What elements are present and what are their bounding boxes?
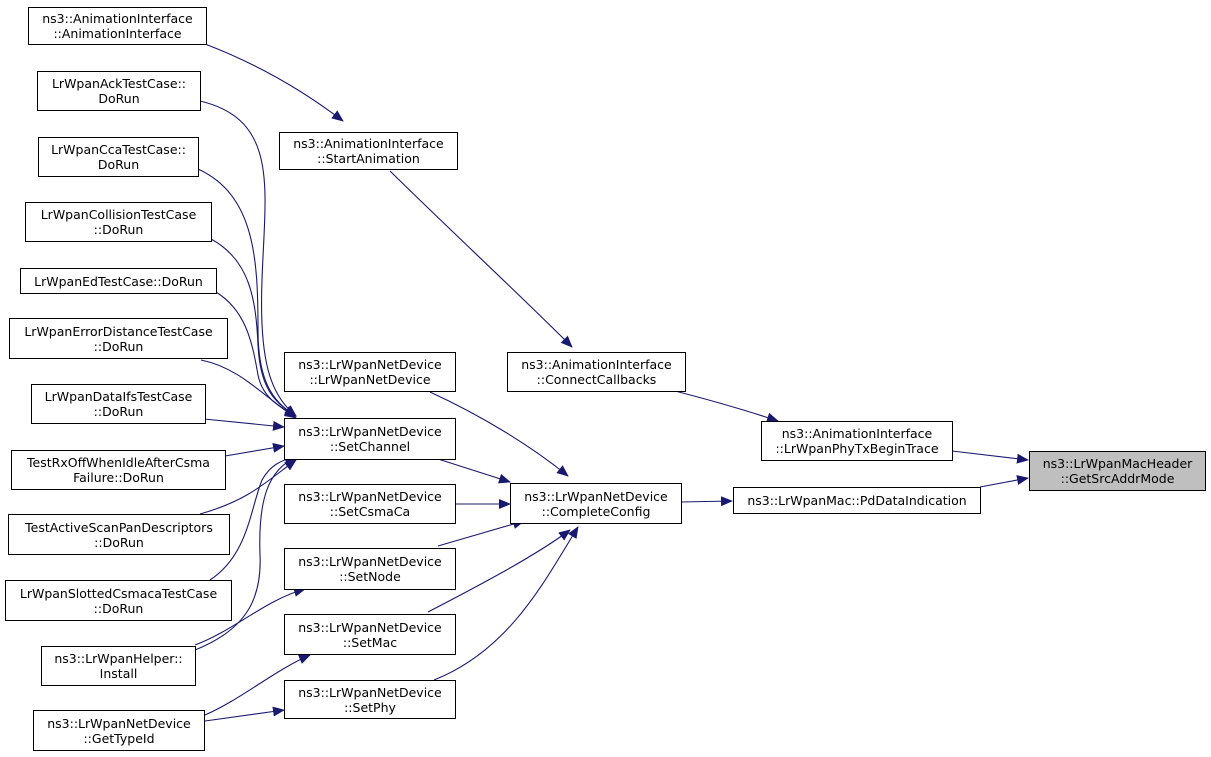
edge-setnode-to-complete xyxy=(437,519,525,547)
node-slotted-csmaca-test-case-do-run[interactable]: LrWpanSlottedCsmacaTestCase ::DoRun xyxy=(5,580,232,621)
node-ed-test-case-do-run[interactable]: LrWpanEdTestCase::DoRun xyxy=(20,268,217,294)
node-animation-interface-start-animation[interactable]: ns3::AnimationInterface ::StartAnimation xyxy=(279,132,458,170)
node-active-scan-pan-descriptors-do-run[interactable]: TestActiveScanPanDescriptors ::DoRun xyxy=(8,514,230,555)
node-lr-wpan-mac-pd-data-indication[interactable]: ns3::LrWpanMac::PdDataIndication xyxy=(733,487,981,514)
node-label-line2: ::ConnectCallbacks xyxy=(536,372,657,387)
node-label-line1: ns3::LrWpanNetDevice xyxy=(298,554,442,569)
node-label-line2: ::GetTypeId xyxy=(83,730,155,746)
edge-cca-to-setchannel xyxy=(197,168,297,417)
node-label-line1: LrWpanAckTestCase:: xyxy=(51,76,187,91)
node-cca-test-case-do-run[interactable]: LrWpanCcaTestCase:: DoRun xyxy=(38,137,199,177)
node-label-line1: ns3::LrWpanNetDevice xyxy=(298,684,442,700)
node-label-line1: LrWpanDataIfsTestCase xyxy=(44,389,193,404)
node-net-device-set-node[interactable]: ns3::LrWpanNetDevice ::SetNode xyxy=(284,548,456,590)
node-label-line2: Install xyxy=(99,666,138,681)
edge-ifs-to-setchannel xyxy=(203,418,285,431)
node-label-line2: ::DoRun xyxy=(93,338,144,354)
node-label-line2: DoRun xyxy=(97,157,140,172)
node-label-line2: ::SetMac xyxy=(342,634,398,650)
edge-slotted-to-setchannel xyxy=(209,454,297,581)
node-label-line1: LrWpanEdTestCase::DoRun xyxy=(34,273,203,289)
node-label-line2: ::DoRun xyxy=(93,600,144,616)
edge-helper-to-setchannel xyxy=(194,456,297,651)
edge-complete-to-pddata xyxy=(680,496,733,507)
edge-collision-to-setchannel xyxy=(210,238,297,417)
node-net-device-set-mac[interactable]: ns3::LrWpanNetDevice ::SetMac xyxy=(284,614,456,655)
node-label-line2: ::GetSrcAddrMode xyxy=(1060,471,1175,486)
node-label-line1: LrWpanCollisionTestCase xyxy=(40,207,197,222)
edge-anim-ctor-to-start xyxy=(204,43,344,122)
node-label-line1: ns3::LrWpanNetDevice xyxy=(47,715,191,731)
node-label-line2: ::SetPhy xyxy=(344,699,396,715)
node-label-line1: ns3::AnimationInterface xyxy=(42,11,193,26)
node-label-line1: ns3::LrWpanNetDevice xyxy=(298,619,442,635)
node-label-line2: ::DoRun xyxy=(93,404,144,419)
node-label-line1: ns3::LrWpanMac::PdDataIndication xyxy=(747,493,967,508)
edge-errdist-to-setchannel xyxy=(200,359,297,419)
node-label-line2: ::SetChannel xyxy=(329,439,411,454)
node-net-device-complete-config[interactable]: ns3::LrWpanNetDevice ::CompleteConfig xyxy=(510,483,682,524)
node-label-line1: TestRxOffWhenIdleAfterCsma xyxy=(27,455,210,470)
node-label-line1: ns3::AnimationInterface xyxy=(293,136,444,151)
node-error-distance-test-case-do-run[interactable]: LrWpanErrorDistanceTestCase ::DoRun xyxy=(9,318,228,359)
edge-setphy-to-complete xyxy=(433,526,579,681)
node-data-ifs-test-case-do-run[interactable]: LrWpanDataIfsTestCase ::DoRun xyxy=(31,384,206,424)
node-ack-test-case-do-run[interactable]: LrWpanAckTestCase:: DoRun xyxy=(37,71,201,111)
edge-setchannel-to-complete xyxy=(437,458,511,484)
node-rx-off-when-idle-after-csma-failure-do-run[interactable]: TestRxOffWhenIdleAfterCsma Failure::DoRu… xyxy=(11,450,226,490)
node-label-line2: ::LrWpanNetDevice xyxy=(309,372,431,387)
edge-ack-to-setchannel xyxy=(199,100,297,417)
edge-connect-to-phytx xyxy=(674,390,779,423)
node-label-line1: ns3::LrWpanHelper:: xyxy=(54,651,183,666)
node-label-line1: LrWpanCcaTestCase:: xyxy=(51,142,186,157)
node-label-line1: ns3::AnimationInterface xyxy=(521,357,672,372)
node-label-line1: TestActiveScanPanDescriptors xyxy=(25,519,213,535)
node-lr-wpan-helper-install[interactable]: ns3::LrWpanHelper:: Install xyxy=(41,646,196,686)
node-label-line2: ::DoRun xyxy=(94,534,144,550)
node-label-line2: ::LrWpanPhyTxBeginTrace xyxy=(775,441,939,456)
node-net-device-constructor[interactable]: ns3::LrWpanNetDevice ::LrWpanNetDevice xyxy=(284,352,456,392)
node-label-line1: ns3::LrWpanMacHeader xyxy=(1042,456,1193,471)
edge-gettypeid-to-setmac xyxy=(204,654,311,716)
node-label-line1: LrWpanSlottedCsmacaTestCase xyxy=(19,585,218,601)
node-label-line2: ::StartAnimation xyxy=(317,151,420,166)
edge-rxoff-to-setchannel xyxy=(224,442,285,457)
node-label-line2: DoRun xyxy=(98,91,140,106)
edge-start-to-connect xyxy=(389,170,573,348)
edge-gettypeid-to-setphy xyxy=(204,706,285,722)
node-net-device-set-csmaca[interactable]: ns3::LrWpanNetDevice ::SetCsmaCa xyxy=(284,484,456,524)
node-label-line2: ::AnimationInterface xyxy=(53,26,182,41)
edge-phytx-to-srcaddr xyxy=(951,450,1029,464)
node-label-line2: ::DoRun xyxy=(93,222,144,237)
node-net-device-set-channel[interactable]: ns3::LrWpanNetDevice ::SetChannel xyxy=(284,418,456,460)
node-label-line1: ns3::LrWpanNetDevice xyxy=(298,489,442,504)
node-animation-interface-phy-tx-begin-trace[interactable]: ns3::AnimationInterface ::LrWpanPhyTxBeg… xyxy=(761,421,953,461)
node-label-line2: ::SetCsmaCa xyxy=(329,504,411,519)
node-label-line1: LrWpanErrorDistanceTestCase xyxy=(24,323,213,339)
edge-ndctor-to-complete xyxy=(429,391,569,477)
edge-setmac-to-complete xyxy=(427,529,571,613)
node-animation-interface-connect-callbacks[interactable]: ns3::AnimationInterface ::ConnectCallbac… xyxy=(507,352,686,392)
node-net-device-get-type-id[interactable]: ns3::LrWpanNetDevice ::GetTypeId xyxy=(33,710,205,751)
node-mac-header-get-src-addr-mode: ns3::LrWpanMacHeader ::GetSrcAddrMode xyxy=(1029,451,1206,491)
node-collision-test-case-do-run[interactable]: LrWpanCollisionTestCase ::DoRun xyxy=(25,202,212,242)
node-net-device-set-phy[interactable]: ns3::LrWpanNetDevice ::SetPhy xyxy=(284,680,456,719)
node-label-line1: ns3::LrWpanNetDevice xyxy=(524,488,668,504)
node-label-line1: ns3::AnimationInterface xyxy=(781,426,933,441)
node-label-line2: Failure::DoRun xyxy=(73,470,164,485)
node-label-line1: ns3::LrWpanNetDevice xyxy=(298,357,442,372)
node-animation-interface-constructor[interactable]: ns3::AnimationInterface ::AnimationInter… xyxy=(28,7,207,45)
node-label-line1: ns3::LrWpanNetDevice xyxy=(298,424,442,439)
edge-helper-to-setnode xyxy=(194,587,306,646)
node-label-line2: ::SetNode xyxy=(339,569,401,584)
edge-pddata-to-srcaddr xyxy=(979,475,1029,488)
node-label-line2: ::CompleteConfig xyxy=(541,503,651,519)
edge-activescan-to-setchannel xyxy=(199,459,297,515)
